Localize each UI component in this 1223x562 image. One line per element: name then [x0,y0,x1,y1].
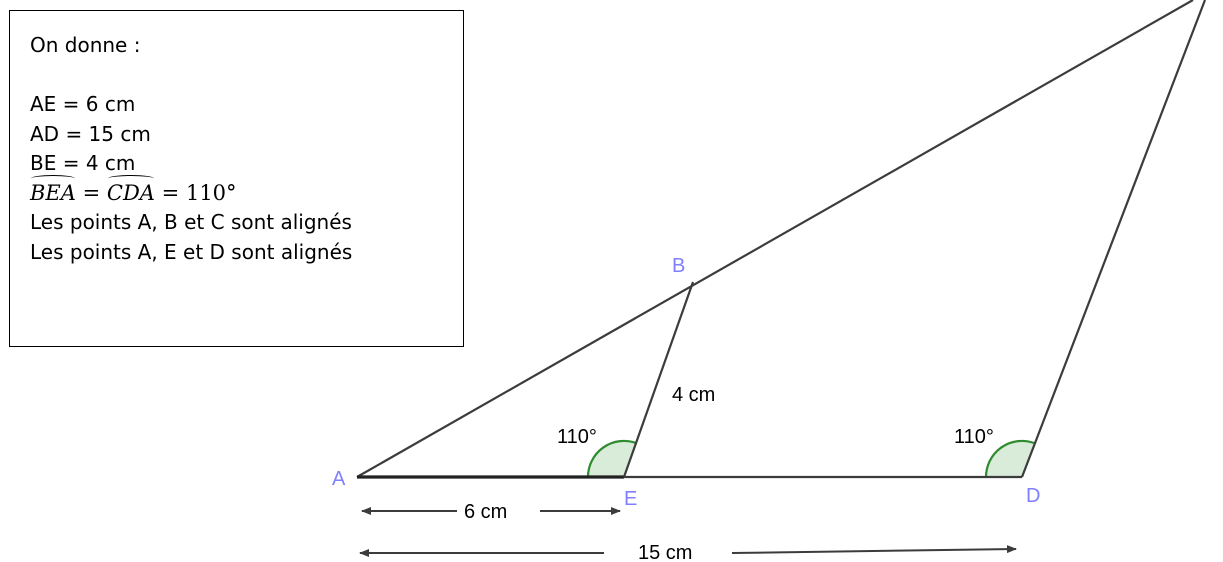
segment-ac [357,0,1193,477]
point-e-label: E [624,488,637,510]
angle-e-label: 110° [557,426,597,448]
segment-cd [1022,0,1205,477]
be-length-label: 4 cm [672,384,715,406]
point-b-label: B [672,255,685,277]
ad-length-label: 15 cm [638,542,692,562]
arrow-ad-right [732,549,1016,553]
point-a-label: A [332,468,346,490]
ae-length-label: 6 cm [464,501,507,523]
point-d-label: D [1026,485,1040,507]
angle-d-label: 110° [954,426,994,448]
segment-be [624,282,693,477]
